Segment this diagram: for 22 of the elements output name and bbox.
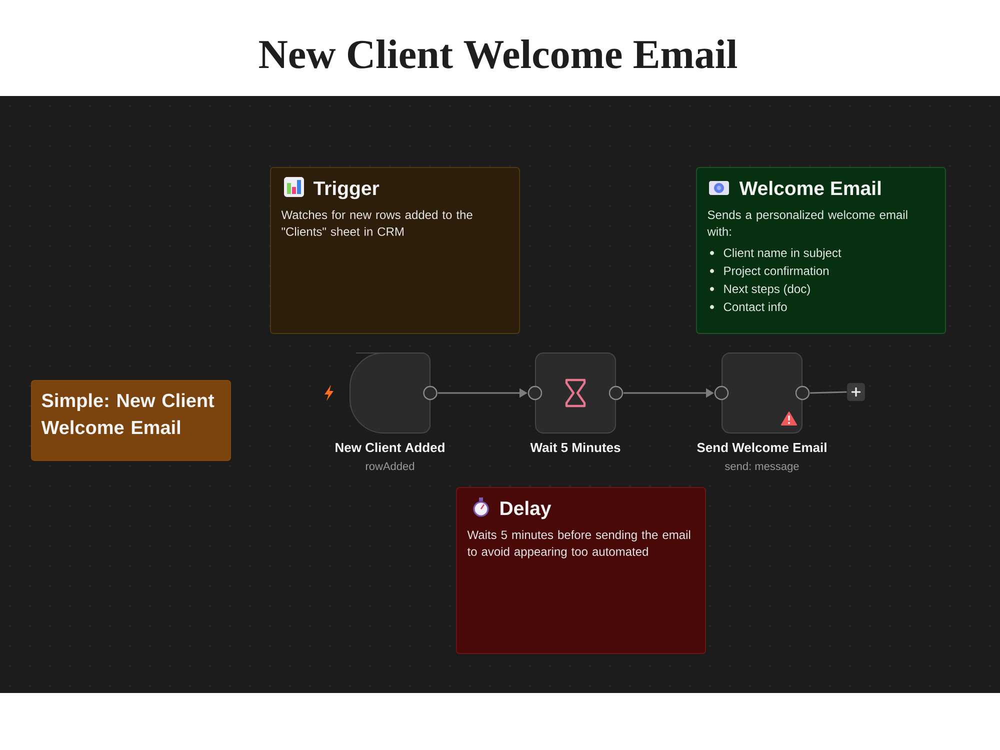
sticky-note: Simple: New Client Welcome Email [31,380,231,461]
node-title: Send Welcome Email [697,442,826,452]
note-text: Sends a personalized welcome email with: [707,210,908,236]
list-item: Contact info [724,302,787,312]
note-title: Trigger [313,180,380,200]
list-item: Next steps (doc) [724,284,810,296]
note-card [696,167,946,334]
note-text: Waits 5 minutes before sending the email to avoid appearing too automated [467,530,690,558]
node-subtitle: send: message [725,462,799,472]
title: New Client Welcome Email [259,40,737,69]
note-text: Watches for new rows added to the "Clients" sheet in CRM [281,210,472,236]
note-title: Delay [500,500,552,520]
node-subtitle: rowAdded [366,462,414,470]
list-item: Project confirmation [724,266,829,278]
connector-line [810,391,847,394]
note-card [456,487,706,654]
note-card [270,167,520,334]
note-title: Welcome Email [739,180,881,196]
list-item: Client name in subject [724,248,842,260]
node-title: Wait 5 Minutes [530,442,620,452]
node-title: New Client Added [336,442,444,452]
add-button [847,383,865,401]
